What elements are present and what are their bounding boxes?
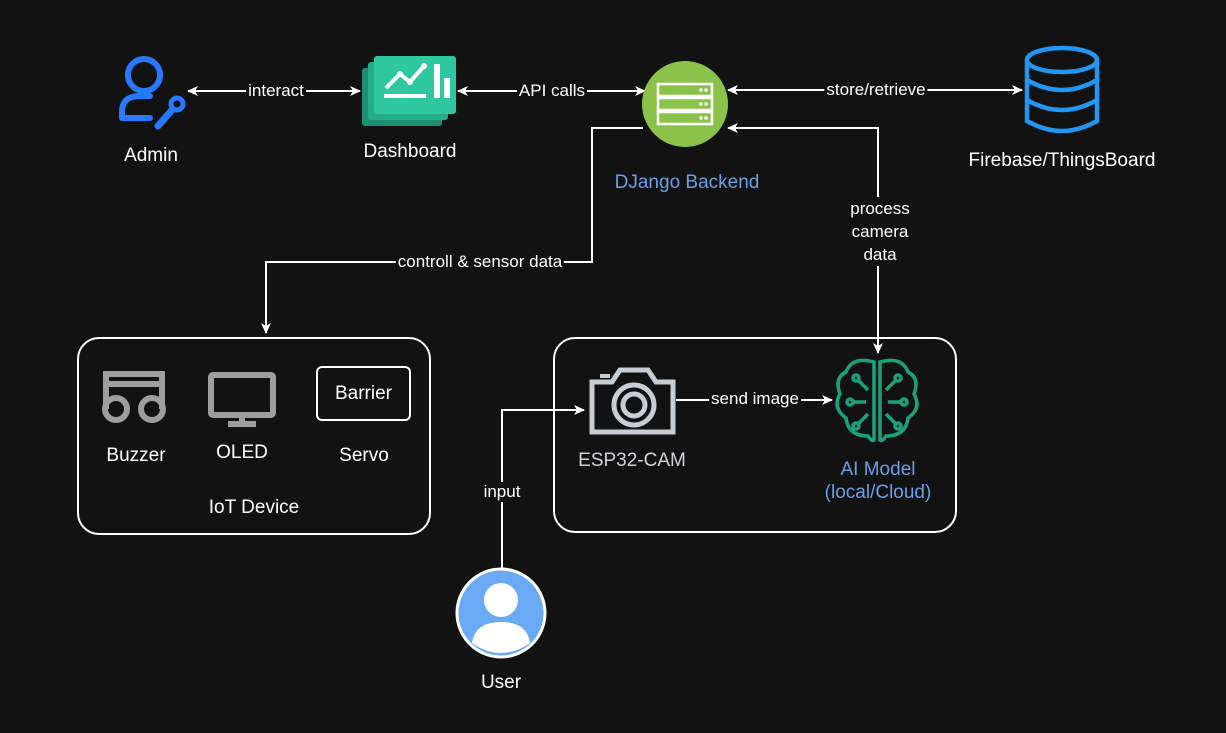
- barrier-label: Barrier: [334, 382, 392, 404]
- edge-label-process-line2: camera: [851, 222, 909, 241]
- edge-label-process-camera: process camera data: [848, 197, 912, 266]
- edge-input: [501, 405, 585, 568]
- ai-model-label: AI Model (local/Cloud): [825, 458, 932, 504]
- edge-label-api-calls: API calls: [516, 81, 588, 101]
- edge-label-process-line3: data: [863, 245, 897, 264]
- user-avatar-icon: [455, 567, 547, 659]
- dashboard-chart-icon: [362, 56, 456, 126]
- camera-icon: [589, 367, 676, 435]
- edge-label-input: input: [481, 482, 523, 502]
- music-note-icon: [102, 371, 166, 423]
- database-label: Firebase/ThingsBoard: [968, 150, 1156, 171]
- edge-label-interact: interact: [246, 81, 306, 101]
- iot-device-container: [77, 337, 431, 535]
- edge-label-process-line1: process: [850, 199, 910, 218]
- server-icon: [642, 61, 728, 147]
- ai-model-label-line2: (local/Cloud): [824, 482, 932, 503]
- iot-device-label: IoT Device: [208, 497, 300, 518]
- admin-label: Admin: [124, 145, 178, 166]
- ai-model-label-line1: AI Model: [840, 459, 916, 480]
- edge-label-send-image: send image: [709, 389, 801, 409]
- edge-label-store-retrieve: store/retrieve: [824, 80, 928, 100]
- admin-icon: [119, 56, 186, 130]
- backend-label: DJango Backend: [614, 172, 760, 193]
- esp32-label: ESP32-CAM: [578, 450, 686, 471]
- edge-label-control-sensor: controll & sensor data: [395, 252, 565, 272]
- barrier-box: Barrier: [316, 366, 411, 421]
- servo-label: Servo: [339, 445, 389, 466]
- user-label: User: [480, 672, 522, 693]
- dashboard-label: Dashboard: [363, 141, 457, 162]
- esp32-ai-container: [553, 337, 957, 533]
- oled-label: OLED: [216, 442, 268, 463]
- database-icon: [1024, 45, 1100, 134]
- brain-circuit-icon: [835, 358, 919, 443]
- buzzer-label: Buzzer: [106, 445, 166, 466]
- edge-control-sensor: [261, 127, 643, 334]
- monitor-icon: [208, 372, 276, 427]
- edge-process-camera: [727, 123, 883, 354]
